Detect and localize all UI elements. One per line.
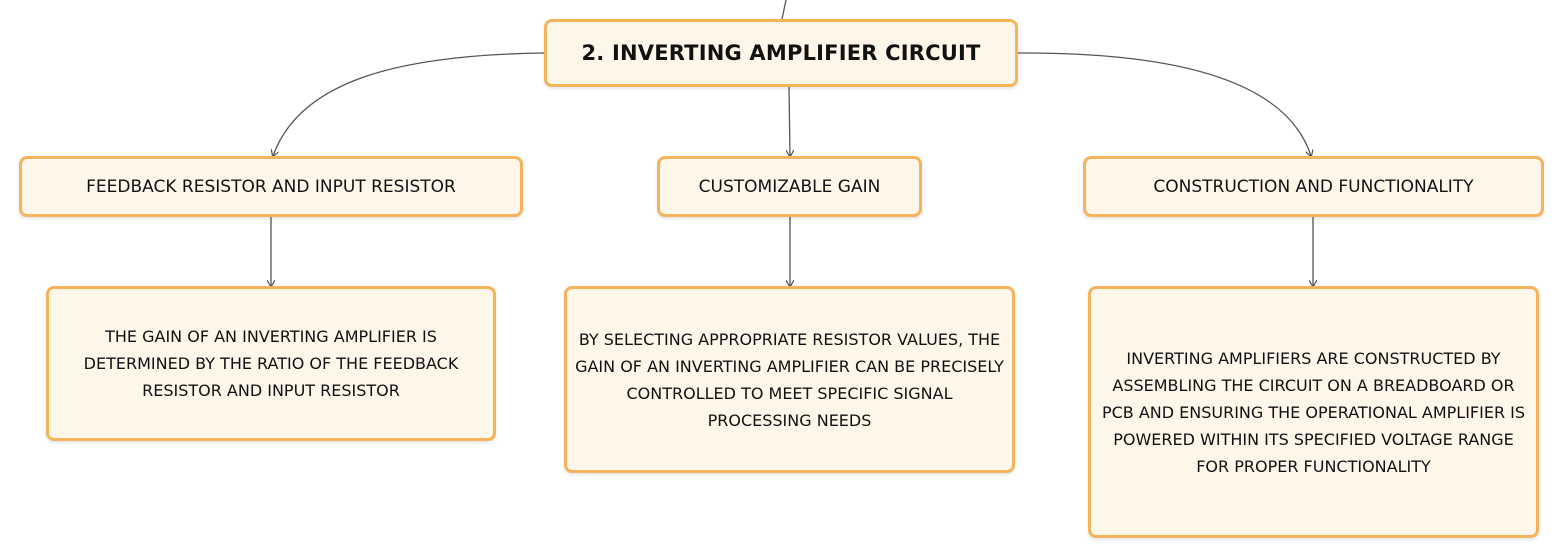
branch-node-feedback-resistor[interactable]: FEEDBACK RESISTOR AND INPUT RESISTOR — [19, 156, 523, 217]
connector-root-to-construction — [1017, 52, 1311, 156]
branch-label: CUSTOMIZABLE GAIN — [698, 176, 881, 197]
branch-label: CONSTRUCTION AND FUNCTIONALITY — [1153, 176, 1474, 197]
detail-text: INVERTING AMPLIFIERS ARE CONSTRUCTED BY … — [1101, 348, 1526, 476]
detail-text: BY SELECTING APPROPRIATE RESISTOR VALUES… — [575, 329, 1004, 430]
detail-node-construction[interactable]: INVERTING AMPLIFIERS ARE CONSTRUCTED BY … — [1088, 286, 1539, 538]
detail-text: THE GAIN OF AN INVERTING AMPLIFIER IS DE… — [83, 327, 459, 400]
incoming-connector — [781, 0, 787, 20]
detail-node-customizable-gain[interactable]: BY SELECTING APPROPRIATE RESISTOR VALUES… — [564, 286, 1015, 473]
connector-root-to-gain — [789, 86, 790, 156]
branch-node-construction[interactable]: CONSTRUCTION AND FUNCTIONALITY — [1083, 156, 1544, 217]
connector-root-to-feedback — [273, 52, 545, 156]
root-node[interactable]: 2. INVERTING AMPLIFIER CIRCUIT — [544, 19, 1018, 87]
branch-node-customizable-gain[interactable]: CUSTOMIZABLE GAIN — [657, 156, 922, 217]
detail-node-feedback-resistor[interactable]: THE GAIN OF AN INVERTING AMPLIFIER IS DE… — [46, 286, 496, 441]
root-title: 2. INVERTING AMPLIFIER CIRCUIT — [581, 41, 981, 65]
branch-label: FEEDBACK RESISTOR AND INPUT RESISTOR — [86, 176, 456, 197]
